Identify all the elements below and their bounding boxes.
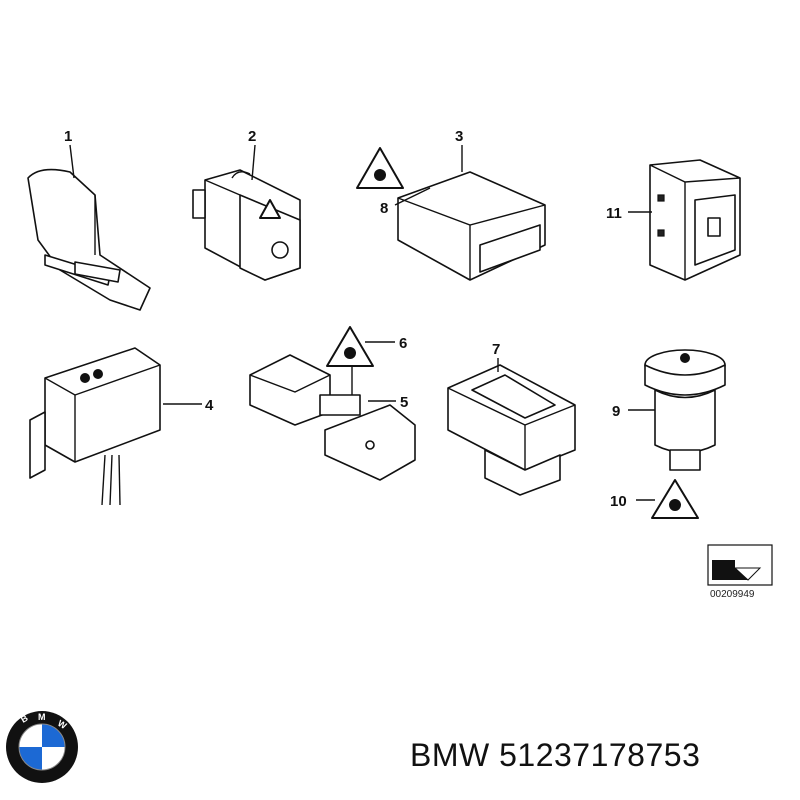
hazard-triangle-icon [259,199,281,219]
callout-3: 3 [455,128,463,145]
child-lock-warning-icon-6 [326,326,374,367]
part-1-trim-cover [27,168,151,311]
part-9-push-switch [644,349,726,471]
svg-text:M: M [38,712,46,722]
svg-text:B: B [19,713,30,725]
reference-code: 00209949 [710,589,755,600]
reference-stamp: 00209949 [707,544,773,600]
callout-10: 10 [610,493,627,510]
part-4-switch-with-wires [29,347,161,506]
callout-9: 9 [612,403,620,420]
callout-8: 8 [380,200,388,217]
callout-4: 4 [205,397,214,414]
part-3-control-module [397,171,546,281]
part-2-hazard-switch [192,169,301,281]
part-5-latch-switch [249,354,416,481]
part-caption: BMW 51237178753 [410,737,700,774]
callout-5: 5 [400,394,408,411]
callout-11: 11 [606,205,622,222]
callout-6: 6 [399,335,407,352]
part-number: 51237178753 [499,737,701,773]
trunk-release-icon [271,241,289,259]
bmw-logo: B M W [6,711,78,783]
callout-1: 1 [64,128,72,145]
callout-7: 7 [492,341,500,358]
part-7-trunk-button [447,364,576,496]
child-lock-warning-icon [356,147,404,189]
brand-name: BMW [410,737,490,773]
fuel-door-icon [707,217,721,237]
part-11-fuel-door-switch [649,159,741,281]
callout-2: 2 [248,128,256,145]
